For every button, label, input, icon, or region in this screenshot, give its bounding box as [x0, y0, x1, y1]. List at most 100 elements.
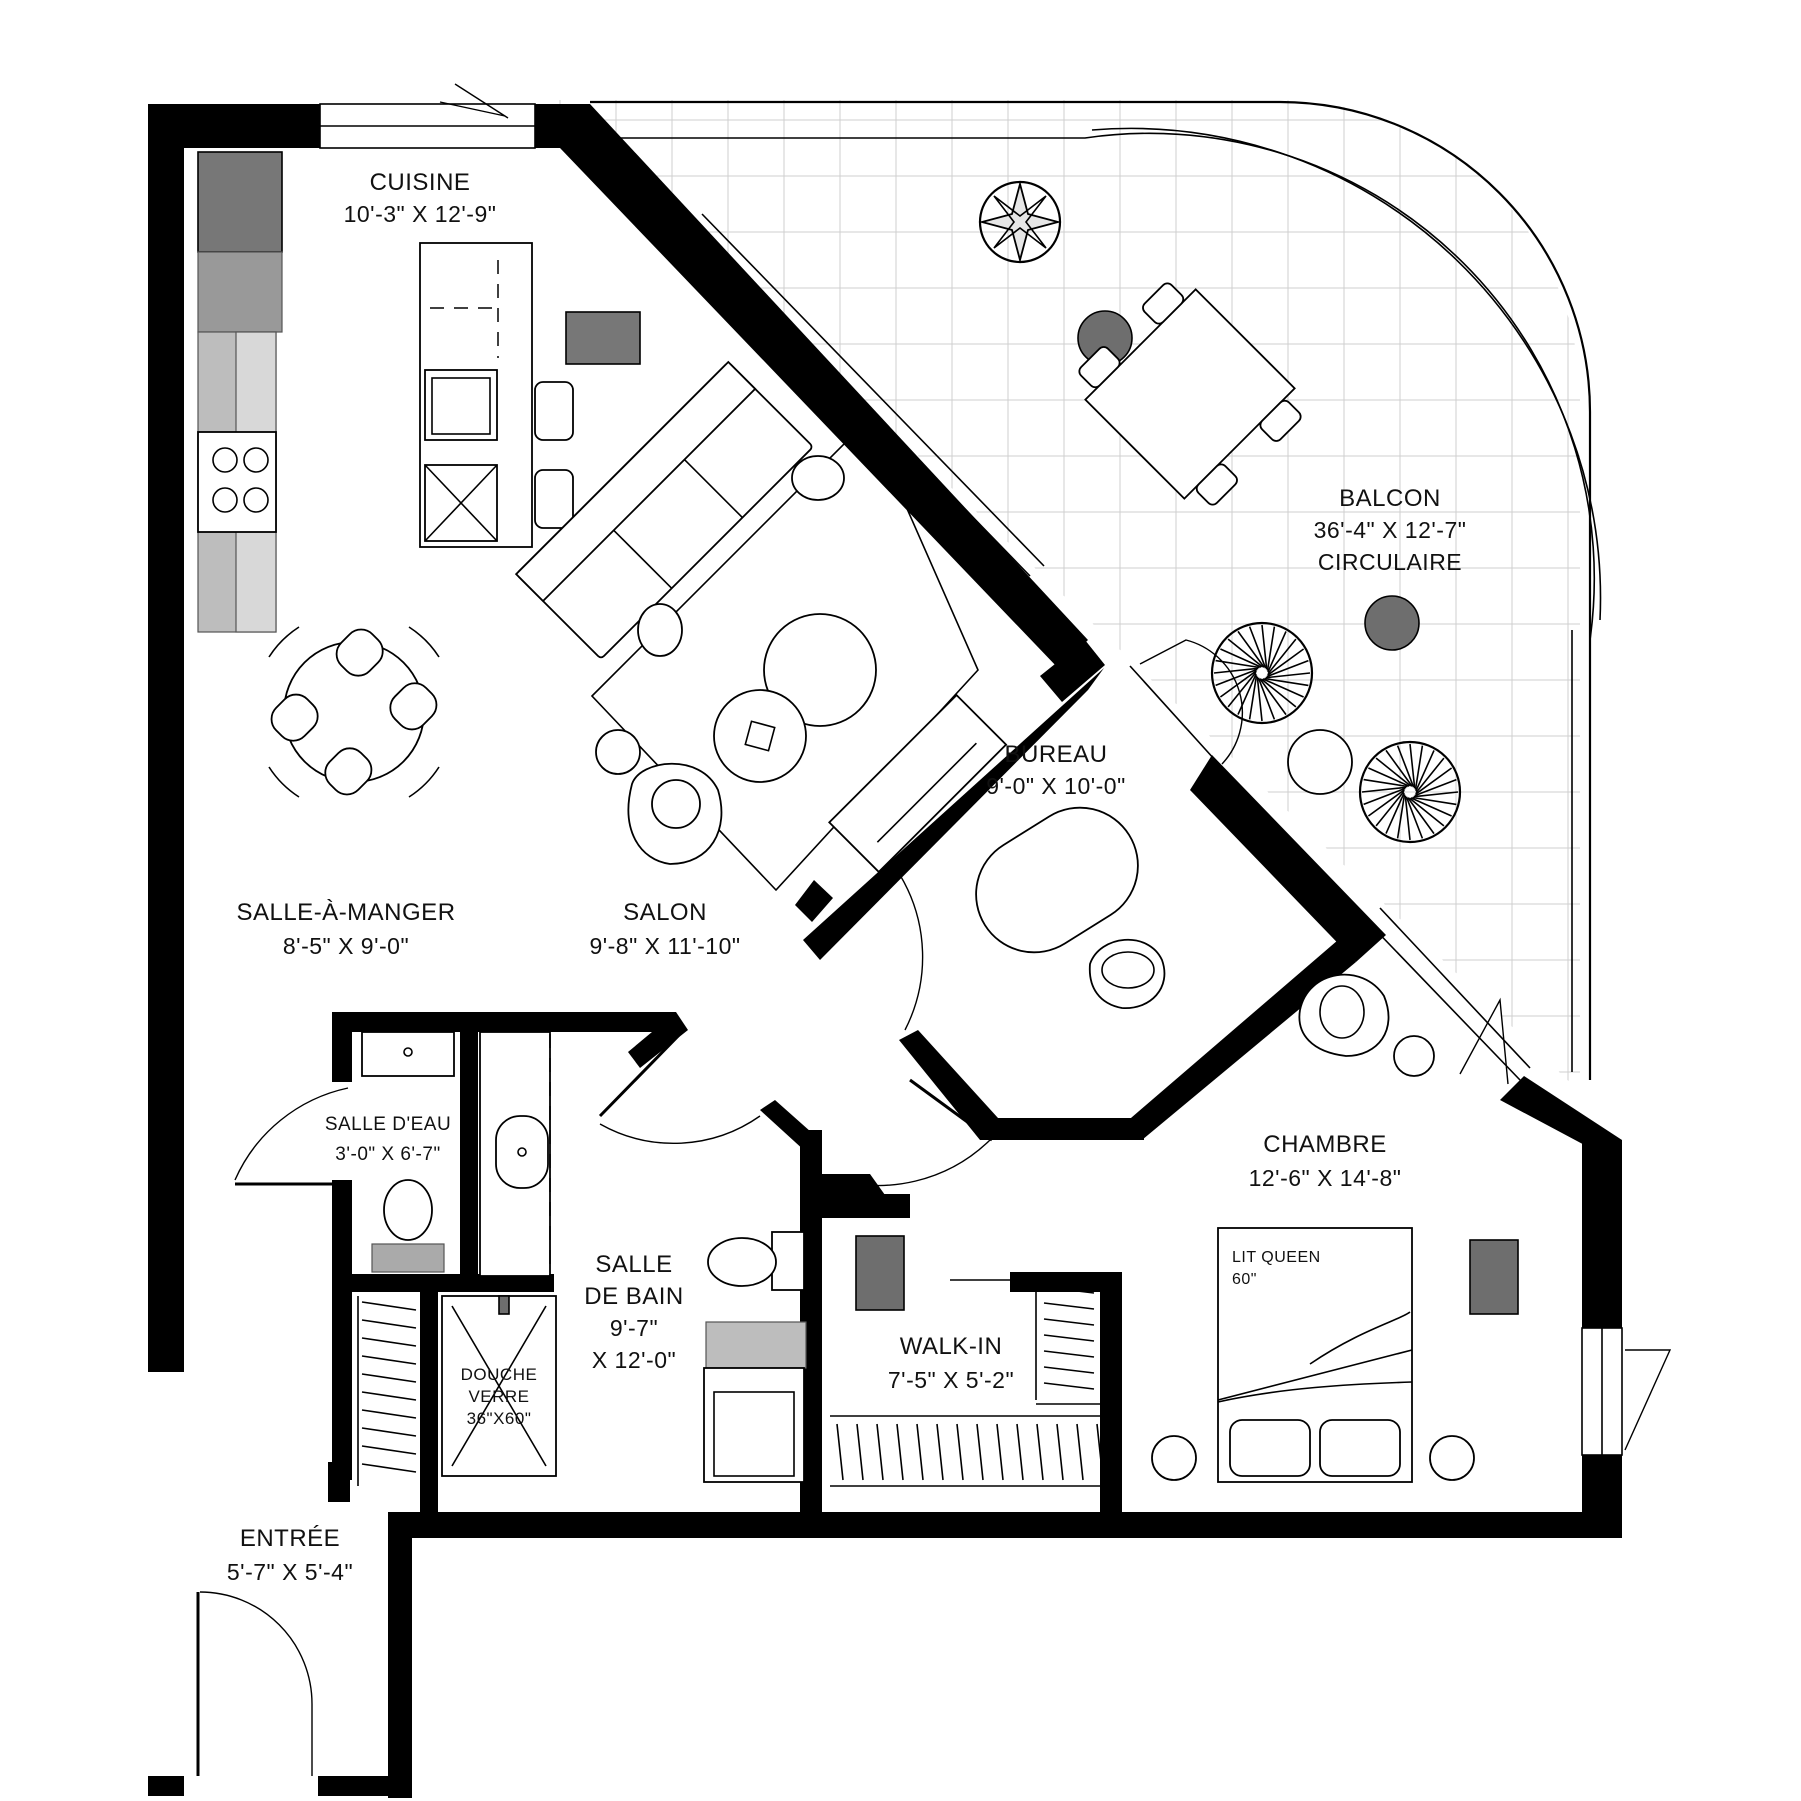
living-furniture [514, 360, 1008, 892]
lounge-chair-spoke [1227, 638, 1264, 668]
lounge-chair-spoke [1407, 797, 1435, 835]
svg-text:8'-5" X 9'-0": 8'-5" X 9'-0" [283, 933, 409, 959]
svg-text:12'-6" X 14'-8": 12'-6" X 14'-8" [1249, 1165, 1402, 1191]
lounge-chair-spoke [1367, 789, 1405, 817]
lounge-chair-spoke [1404, 795, 1411, 841]
lounge-chair-spoke [1256, 676, 1263, 722]
walls [148, 104, 1622, 1798]
lounge-chair-spoke [1405, 796, 1424, 839]
svg-text:9'-0" X 10'-0": 9'-0" X 10'-0" [986, 773, 1126, 799]
svg-text:36'-4" X 12'-7": 36'-4" X 12'-7" [1314, 517, 1467, 543]
svg-text:WALK-IN: WALK-IN [900, 1333, 1003, 1360]
lounge-chair-spoke [1219, 670, 1257, 698]
svg-text:7'-5" X 5'-2": 7'-5" X 5'-2" [888, 1367, 1014, 1393]
label-salle-de-bain: SALLE DE BAIN 9'-7" X 12'-0" [584, 1251, 684, 1373]
hanger [1076, 1423, 1084, 1481]
lounge-chair-spoke [1267, 638, 1297, 675]
svg-text:DOUCHE: DOUCHE [461, 1365, 538, 1384]
hanger [1043, 1286, 1095, 1294]
hanger [876, 1423, 884, 1481]
hanger [1043, 1302, 1095, 1310]
lounge-chair-spoke [1227, 671, 1257, 708]
hanger [361, 1301, 417, 1311]
hanger [1016, 1423, 1024, 1481]
lounge-chair-spoke [1385, 749, 1413, 787]
hanger [361, 1409, 417, 1419]
lounge-chair-spoke [1237, 673, 1257, 715]
lounge-chair-spoke [1220, 648, 1262, 668]
hanger [361, 1355, 417, 1365]
lounge-chair-spoke [1267, 648, 1305, 676]
hanger [1056, 1423, 1064, 1481]
kitchen-fixtures [197, 151, 641, 633]
lounge-chair-spoke [1415, 757, 1445, 794]
lounge-chair-spoke [1385, 792, 1405, 834]
hanger [956, 1423, 964, 1481]
svg-text:BALCON: BALCON [1339, 485, 1441, 512]
lounge-chair-spoke [1213, 667, 1259, 674]
label-salon: SALON 9'-8" X 11'-10" [589, 899, 740, 959]
lounge-chair-spoke [1248, 626, 1267, 669]
svg-text:3'-0" X 6'-7": 3'-0" X 6'-7" [335, 1144, 440, 1165]
svg-text:X 12'-0": X 12'-0" [592, 1347, 676, 1373]
svg-text:36"X60": 36"X60" [467, 1409, 532, 1428]
lounge-chair-spoke [1415, 767, 1453, 795]
hanger [976, 1423, 984, 1481]
hanger [996, 1423, 1004, 1481]
lounge-chair-spoke [1237, 630, 1265, 668]
svg-text:LIT QUEEN: LIT QUEEN [1232, 1249, 1321, 1266]
lounge-chair-spoke [1267, 631, 1287, 673]
hanger [1043, 1366, 1095, 1374]
svg-text:SALON: SALON [623, 899, 707, 926]
hanger [1043, 1334, 1095, 1342]
lounge-chair-spoke [1261, 624, 1268, 670]
svg-text:CUISINE: CUISINE [370, 169, 471, 196]
dining-set [268, 626, 440, 798]
svg-text:ENTRÉE: ENTRÉE [240, 1525, 340, 1552]
lounge-chair-spoke [1257, 677, 1276, 720]
lounge-chair-spoke [1361, 786, 1407, 793]
label-bureau: BUREAU 9'-0" X 10'-0" [986, 741, 1126, 799]
label-salle-a-manger: SALLE-À-MANGER 8'-5" X 9'-0" [236, 899, 455, 959]
svg-text:BUREAU: BUREAU [1004, 741, 1107, 768]
room-labels: CUISINE 10'-3" X 12'-9" BALCON 36'-4" X … [227, 169, 1467, 1585]
svg-text:5'-7" X 5'-4": 5'-7" X 5'-4" [227, 1559, 353, 1585]
label-balcon: BALCON 36'-4" X 12'-7" CIRCULAIRE [1314, 485, 1467, 575]
balcony-furniture [978, 180, 1462, 1077]
lounge-chair-outline [1210, 621, 1314, 725]
svg-text:9'-7": 9'-7" [610, 1315, 658, 1341]
label-cuisine: CUISINE 10'-3" X 12'-9" [344, 169, 497, 227]
lounge-chair-spoke [1363, 778, 1408, 788]
bedroom-furniture [1151, 1227, 1519, 1483]
lounge-chair-spoke [1248, 675, 1258, 720]
hanger [361, 1319, 417, 1329]
hanger [856, 1423, 864, 1481]
svg-text:60": 60" [1232, 1271, 1257, 1288]
lounge-chair-spoke [1412, 796, 1457, 806]
hanger [361, 1391, 417, 1401]
lounge-chair-spoke [1215, 668, 1258, 687]
lounge-chair-spoke [1260, 678, 1297, 708]
lounge-chair-spoke [1265, 672, 1311, 679]
balcony-railing [612, 132, 1596, 641]
hanger [361, 1373, 417, 1383]
lounge-chair-spoke [1266, 659, 1309, 678]
label-entree: ENTRÉE 5'-7" X 5'-4" [227, 1525, 353, 1585]
hanger [1036, 1423, 1044, 1481]
svg-text:10'-3" X 12'-9": 10'-3" X 12'-9" [344, 201, 497, 227]
hanger [1043, 1350, 1095, 1358]
lounge-chair-spoke [1408, 797, 1445, 827]
lounge-chair-spoke [1259, 678, 1287, 716]
lounge-chair-spoke [1414, 745, 1424, 790]
hanger [361, 1337, 417, 1347]
lounge-chair-spoke [1363, 787, 1406, 806]
hanger [1096, 1423, 1104, 1481]
svg-text:DE BAIN: DE BAIN [584, 1283, 684, 1310]
hanger [836, 1423, 844, 1481]
hanger [896, 1423, 904, 1481]
lounge-chair-spoke [1413, 791, 1459, 798]
lounge-chair-spoke [1396, 745, 1415, 788]
lounge-chair-spoke [1262, 678, 1304, 698]
hanger [361, 1463, 417, 1473]
